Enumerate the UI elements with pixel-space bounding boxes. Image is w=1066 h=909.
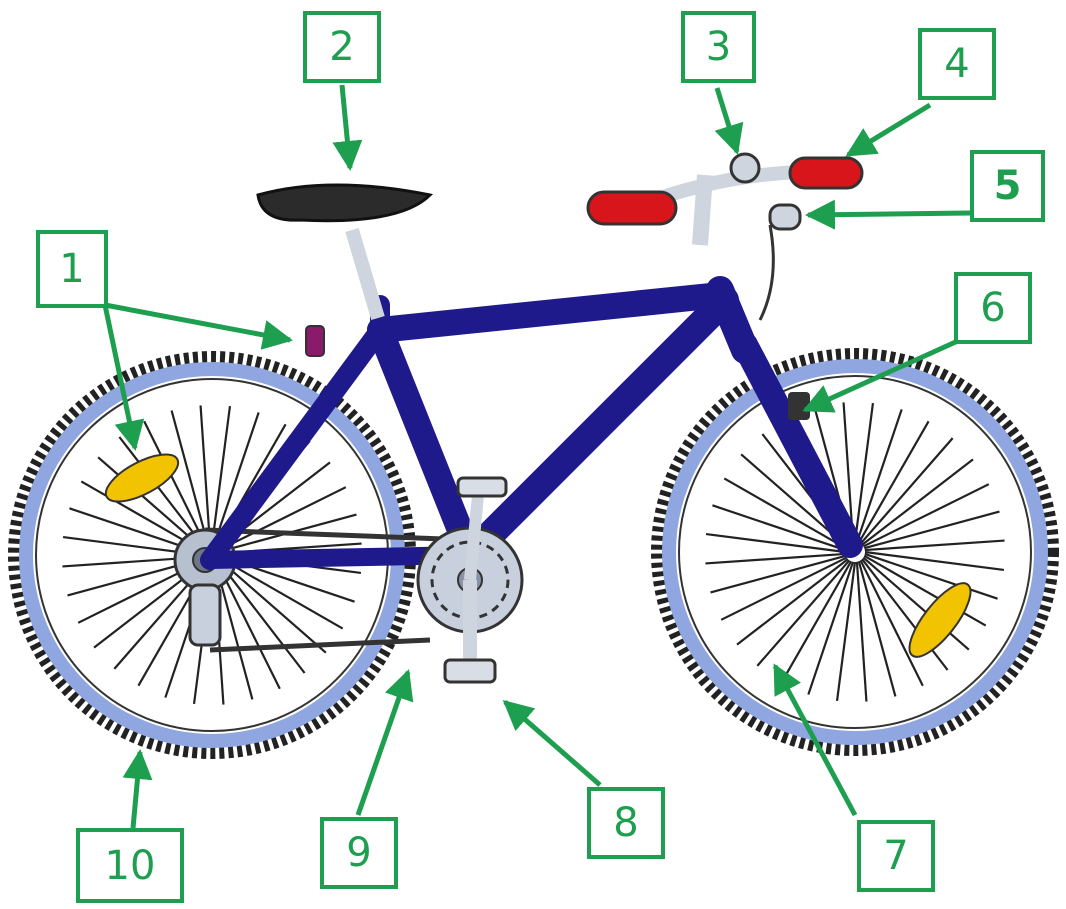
label-2-text: 2 — [329, 24, 354, 70]
pedal — [445, 660, 495, 682]
label-7-text: 7 — [883, 833, 908, 879]
front-brake — [788, 392, 810, 420]
rear-light — [306, 326, 324, 356]
right-grip — [790, 158, 862, 188]
label-1: 1 — [36, 230, 108, 308]
label-1-text: 1 — [59, 246, 84, 292]
label-9-text: 9 — [346, 830, 371, 876]
saddle — [258, 185, 430, 318]
label-4: 4 — [918, 28, 996, 100]
label-9: 9 — [320, 817, 398, 889]
label-5-text: 5 — [994, 163, 1022, 209]
bell — [731, 154, 759, 182]
label-8: 8 — [587, 787, 665, 859]
label-6: 6 — [954, 272, 1032, 344]
label-5: 5 — [970, 150, 1045, 222]
label-10: 10 — [76, 828, 184, 903]
label-7: 7 — [857, 820, 935, 892]
label-4-text: 4 — [944, 41, 969, 87]
label-6-text: 6 — [980, 285, 1005, 331]
label-2: 2 — [303, 11, 381, 83]
left-grip — [588, 192, 676, 224]
label-3: 3 — [681, 11, 756, 83]
label-3-text: 3 — [706, 24, 731, 70]
label-10-text: 10 — [105, 843, 156, 889]
label-8-text: 8 — [613, 800, 638, 846]
gear-shifter — [770, 205, 800, 229]
